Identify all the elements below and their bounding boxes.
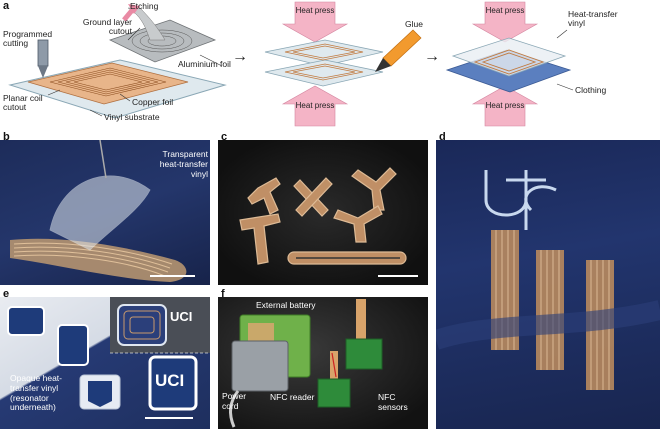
fabrication-step-3-diagram: [445, 1, 574, 127]
fabrication-step-1-diagram: [8, 4, 227, 119]
clothing-label: Clothing: [575, 85, 607, 95]
programmed-cutting-label: Programmed cutting: [3, 29, 53, 49]
panel-letter-b: b: [3, 131, 10, 143]
panel-letter-c: c: [221, 131, 228, 143]
scale-bar-b: [150, 275, 195, 277]
transparent-vinyl-label: Transparent heat-transfer vinyl: [159, 149, 208, 179]
opaque-vinyl-illustration: [7, 297, 210, 411]
heat-transfer-vinyl-label: Heat-transfer vinyl: [568, 9, 618, 29]
panel-f-photo: [218, 297, 428, 429]
planar-coil-cutout-label: Planar coil cutout: [3, 93, 43, 113]
nfc-sensors-label: NFC sensors: [378, 392, 408, 412]
heat-press-label-2: Heat press: [295, 101, 335, 110]
opaque-vinyl-label: Opaque heat-transfer vinyl (resonator un…: [10, 373, 62, 413]
external-battery-label: External battery: [256, 300, 316, 310]
panel-e-photo: UCI UCI: [0, 297, 210, 429]
coil-shapes-illustration: [239, 167, 407, 265]
uci-logo-text: UCI: [155, 371, 185, 390]
ground-layer-cutout-label: Ground layer cutout: [82, 17, 132, 37]
fabrication-step-2-diagram: [264, 1, 422, 127]
nfc-system-illustration: [229, 299, 383, 428]
heat-press-label-3: Heat press: [485, 6, 525, 15]
aluminium-foil-label: Aluminium foil: [178, 59, 231, 69]
uci-inset-logo-text: UCI: [170, 309, 193, 324]
heat-press-label-4: Heat press: [485, 101, 525, 110]
clothing-with-coils-illustration: [436, 170, 660, 390]
step-arrow-2: →: [424, 48, 440, 65]
panel-letter-a: a: [3, 0, 10, 12]
etching-label: Etching: [130, 1, 159, 11]
vinyl-substrate-label: Vinyl substrate: [104, 112, 160, 122]
glue-label: Glue: [405, 19, 423, 29]
scale-bar-c: [378, 275, 418, 277]
panel-letter-f: f: [221, 288, 225, 300]
panel-letter-e: e: [3, 288, 10, 300]
panel-letter-d: d: [439, 131, 446, 143]
heat-press-label-1: Heat press: [295, 6, 335, 15]
copper-foil-label: Copper foil: [132, 97, 174, 107]
step-arrow-1: →: [232, 48, 248, 65]
scale-bar-e: [145, 417, 193, 419]
panel-d-photo: [436, 140, 660, 429]
nfc-reader-label: NFC reader: [270, 392, 315, 402]
transparent-vinyl-coil-illustration: [10, 140, 187, 282]
power-cord-label: Power cord: [222, 391, 247, 411]
panel-c-photo: [218, 140, 428, 285]
panel-b-photo: [0, 140, 210, 285]
